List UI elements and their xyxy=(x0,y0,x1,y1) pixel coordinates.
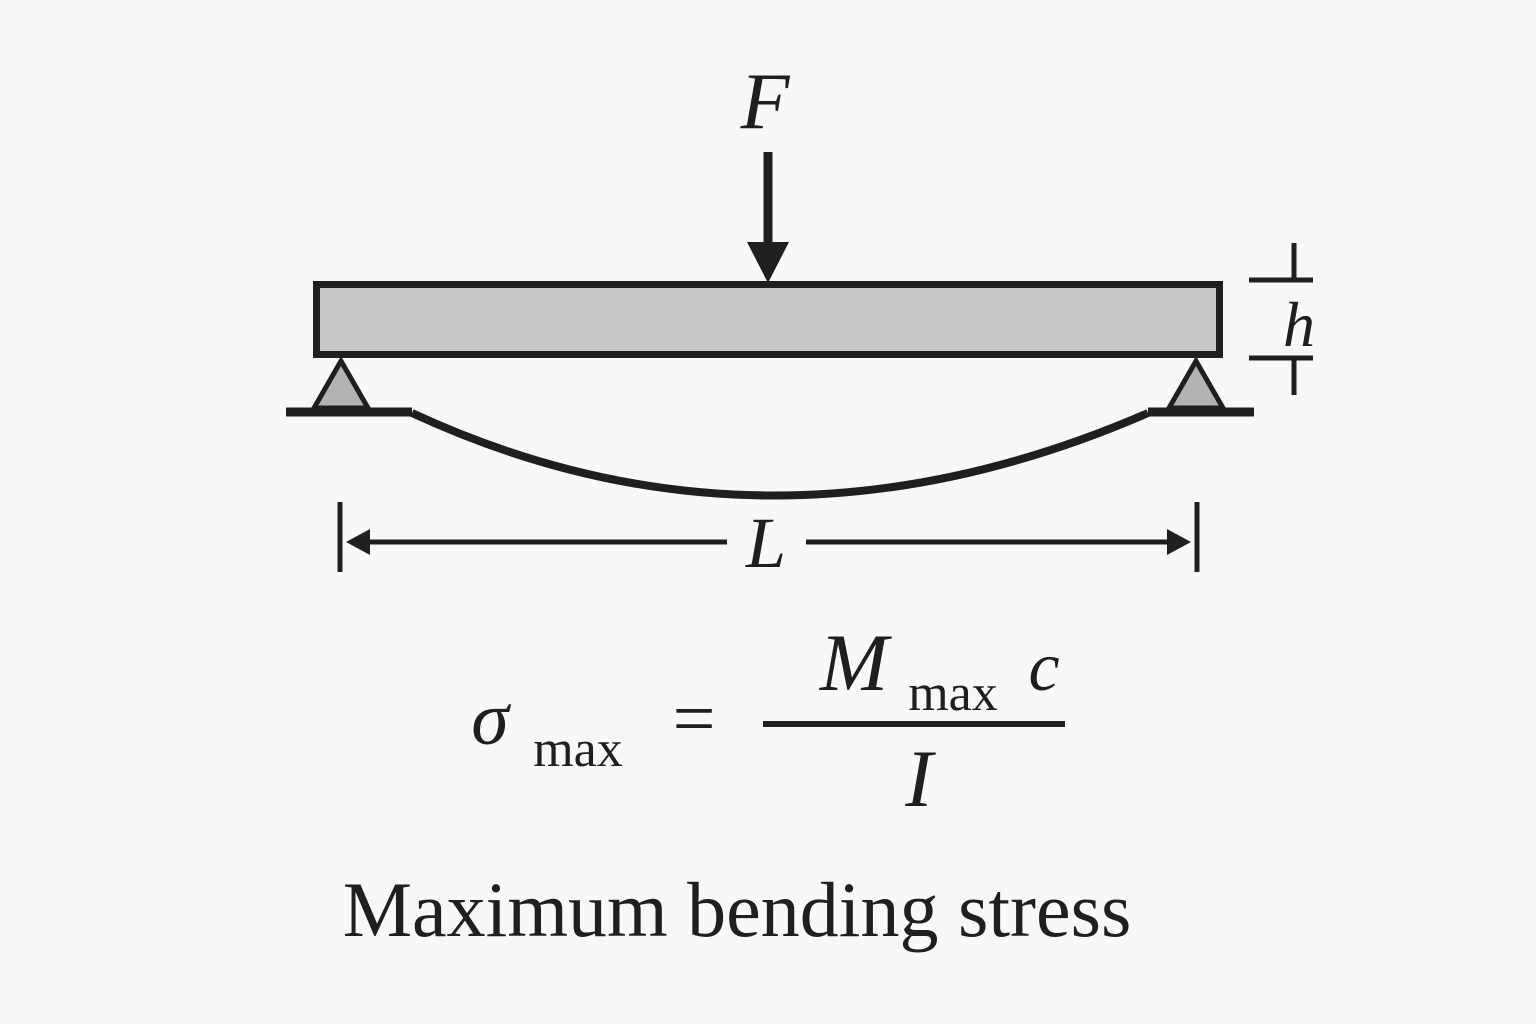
span-dim-right-arrow-icon xyxy=(1167,529,1191,555)
span-dim-left-arrow-icon xyxy=(346,529,370,555)
left-support-triangle xyxy=(309,355,373,411)
formula-moment-subscript: max xyxy=(908,665,998,722)
height-label: h xyxy=(1283,289,1315,360)
formula-inertia: I xyxy=(904,733,936,824)
right-support-triangle xyxy=(1164,355,1228,411)
load-arrow-head-icon xyxy=(747,242,789,283)
formula-moment: M xyxy=(819,617,893,708)
formula-sigma-subscript: max xyxy=(533,721,623,778)
beam xyxy=(313,281,1223,358)
formula-sigma: σ xyxy=(471,677,511,761)
span-label: L xyxy=(745,503,786,583)
caption: Maximum bending stress xyxy=(343,866,1132,953)
formula-distance-c: c xyxy=(1028,629,1059,706)
force-label: F xyxy=(740,58,791,146)
deflection-curve xyxy=(410,409,1150,500)
formula-equals: = xyxy=(673,677,716,761)
